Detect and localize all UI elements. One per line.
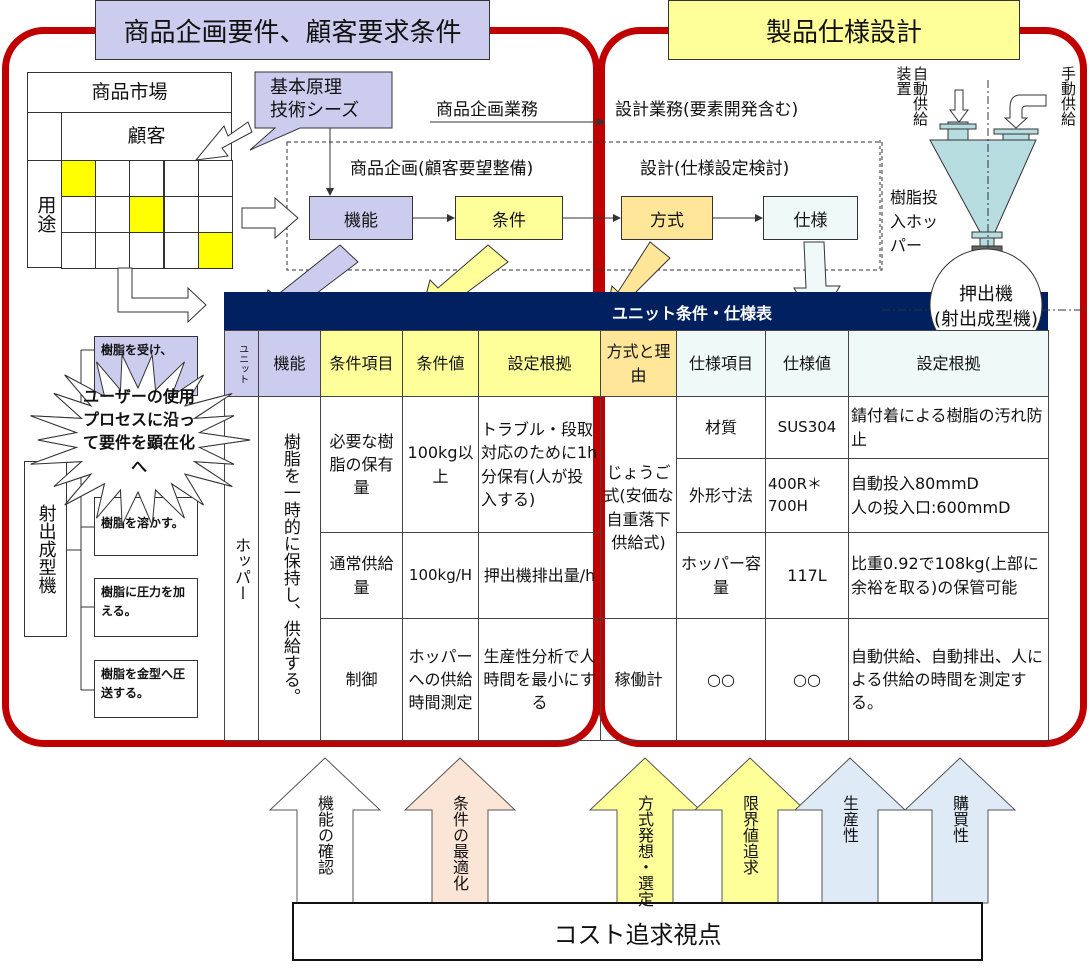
condition-item: 通常供給量 (320, 532, 403, 619)
auto-feed-label: 自動供給装置 (894, 66, 930, 126)
design-phase-label: 設計(仕様設定検討) (640, 159, 790, 179)
flow-box-condition: 条件 (455, 196, 563, 240)
arrowhead (755, 214, 763, 222)
auto-feed-arrow (949, 89, 969, 123)
seeds-to-grid-arrow (194, 121, 253, 161)
method-cell: じょうご式(安価な自重落下供給式) (600, 396, 677, 619)
manual-feed-label: 手動供給 (1059, 66, 1077, 126)
spec-value: SUS304 (765, 396, 849, 459)
market-to-function-arrow (241, 196, 299, 240)
perspective-arrow-label: 購買性 (950, 795, 969, 843)
spec-basis: 比重0.92で108kg(上部に余裕を取る)の保管可能 (848, 532, 1049, 619)
burst-text: ユーザーの使用プロセスに沿って要件を顕在化へ (82, 387, 195, 476)
header-spec-item: 仕様項目 (676, 330, 766, 397)
design-work-label: 設計業務(要素開発含む) (615, 100, 799, 120)
header-spec-basis: 設定根拠 (848, 330, 1049, 397)
market-corner (27, 112, 62, 161)
market-cell (61, 232, 96, 269)
planning-work-label: 商品企画業務 (436, 100, 538, 120)
header-function: 機能 (258, 330, 321, 397)
header-condition-basis: 設定根拠 (478, 330, 601, 397)
cost-base-label: コスト追求視点 (553, 921, 722, 949)
auto-inlet-flange (939, 123, 977, 130)
market-cell (197, 160, 233, 197)
market-cell (163, 232, 199, 269)
spec-item: 外形寸法 (676, 458, 766, 533)
hopper-label: 樹脂投入ホッパー (890, 188, 939, 255)
condition-item: 制御 (320, 618, 403, 741)
spec-item: 材質 (676, 396, 766, 459)
header-method: 方式と理由 (600, 330, 677, 397)
header-condition-item: 条件項目 (320, 330, 403, 397)
tree-item: 樹脂に圧力を加える。 (94, 578, 198, 637)
market-cell (129, 232, 165, 269)
condition-item: 必要な樹脂の保有量 (320, 396, 403, 533)
arrowhead (613, 214, 621, 222)
perspective-arrow-label: 条件の最適化 (450, 795, 469, 891)
method-cell: 稼働計 (600, 618, 677, 741)
market-cell (197, 232, 233, 269)
market-header: 商品市場 (27, 72, 232, 113)
spec-value: 400R＊700H (765, 458, 849, 533)
header-unit: ユニット (224, 330, 259, 397)
flow-box-spec: 仕様 (763, 196, 858, 240)
arrowhead (597, 118, 605, 126)
perspective-arrow-label: 機能の確認 (315, 795, 334, 875)
table-title: ユニット条件・仕様表 (612, 304, 773, 323)
tree-root: 射出成型機 (24, 461, 67, 637)
header-spec-value: 仕様値 (765, 330, 849, 397)
manual-inlet-flange (993, 128, 1039, 135)
spec-table: ユニット 機能 条件項目 条件値 設定根拠 方式と理由 仕様項目 仕様値 設定根… (224, 330, 1049, 741)
seeds-callout-text: 基本原理 技術シーズ (270, 77, 360, 122)
condition-value: 100kg以上 (402, 396, 479, 533)
spec-basis: 自動供給、自動排出、人による供給の時間を測定する。 (848, 618, 1049, 741)
function-cell: 樹脂を一時的に保持し、供給する。 (258, 396, 321, 741)
planning-phase-label: 商品企画(顧客要望整備) (350, 159, 534, 179)
spec-value: 117L (765, 532, 849, 619)
manual-feed-pipe (1003, 94, 1047, 129)
table-title-band (224, 292, 1048, 330)
condition-basis: トラブル・段取対応のために1h分保有(人が投入する) (478, 396, 601, 533)
arrowhead (447, 214, 455, 222)
spec-basis: 自動投入80mmD 人の投入口:600mmD (848, 458, 1049, 533)
perspective-arrow-label: 限界値追求 (740, 795, 759, 875)
header-condition-value: 条件値 (402, 330, 479, 397)
market-cell (129, 196, 165, 233)
spec-item: ○○ (676, 618, 766, 741)
spec-basis: 錆付着による樹脂の汚れ防止 (848, 396, 1049, 459)
market-cell (197, 196, 233, 233)
condition-basis: 生産性分析で人時間を最小にする (478, 618, 601, 741)
extruder-label: 押出機 (射出成型機) (933, 284, 1039, 331)
unit-cell: ホッパー (224, 396, 259, 741)
market-to-table-arrow (117, 267, 207, 324)
usage-header: 用途 (27, 160, 62, 268)
cost-base-box (292, 902, 983, 961)
planning-title: 商品企画要件、顧客要求条件 (95, 0, 490, 60)
phase-dashed-box (286, 141, 883, 271)
tree-item: 樹脂を溶かす。 (94, 497, 198, 556)
arrowhead (326, 188, 334, 196)
perspective-arrow-label: 生産性 (840, 795, 859, 843)
flow-box-method: 方式 (621, 196, 713, 240)
condition-basis: 押出機排出量/h (478, 532, 601, 619)
condition-value: 100kg/H (402, 532, 479, 619)
flow-box-function: 機能 (309, 196, 413, 240)
design-title: 製品仕様設計 (668, 0, 1020, 60)
perspective-arrow-label: 方式発想・選定 (635, 795, 654, 907)
tree-item: 樹脂を金型へ圧送する。 (94, 660, 198, 718)
spec-item: ホッパー容量 (676, 532, 766, 619)
condition-value: ホッパーへの供給時間測定 (402, 618, 479, 741)
hopper-flange (971, 231, 1003, 239)
spec-value: ○○ (765, 618, 849, 741)
seeds-callout-shape (249, 71, 393, 151)
